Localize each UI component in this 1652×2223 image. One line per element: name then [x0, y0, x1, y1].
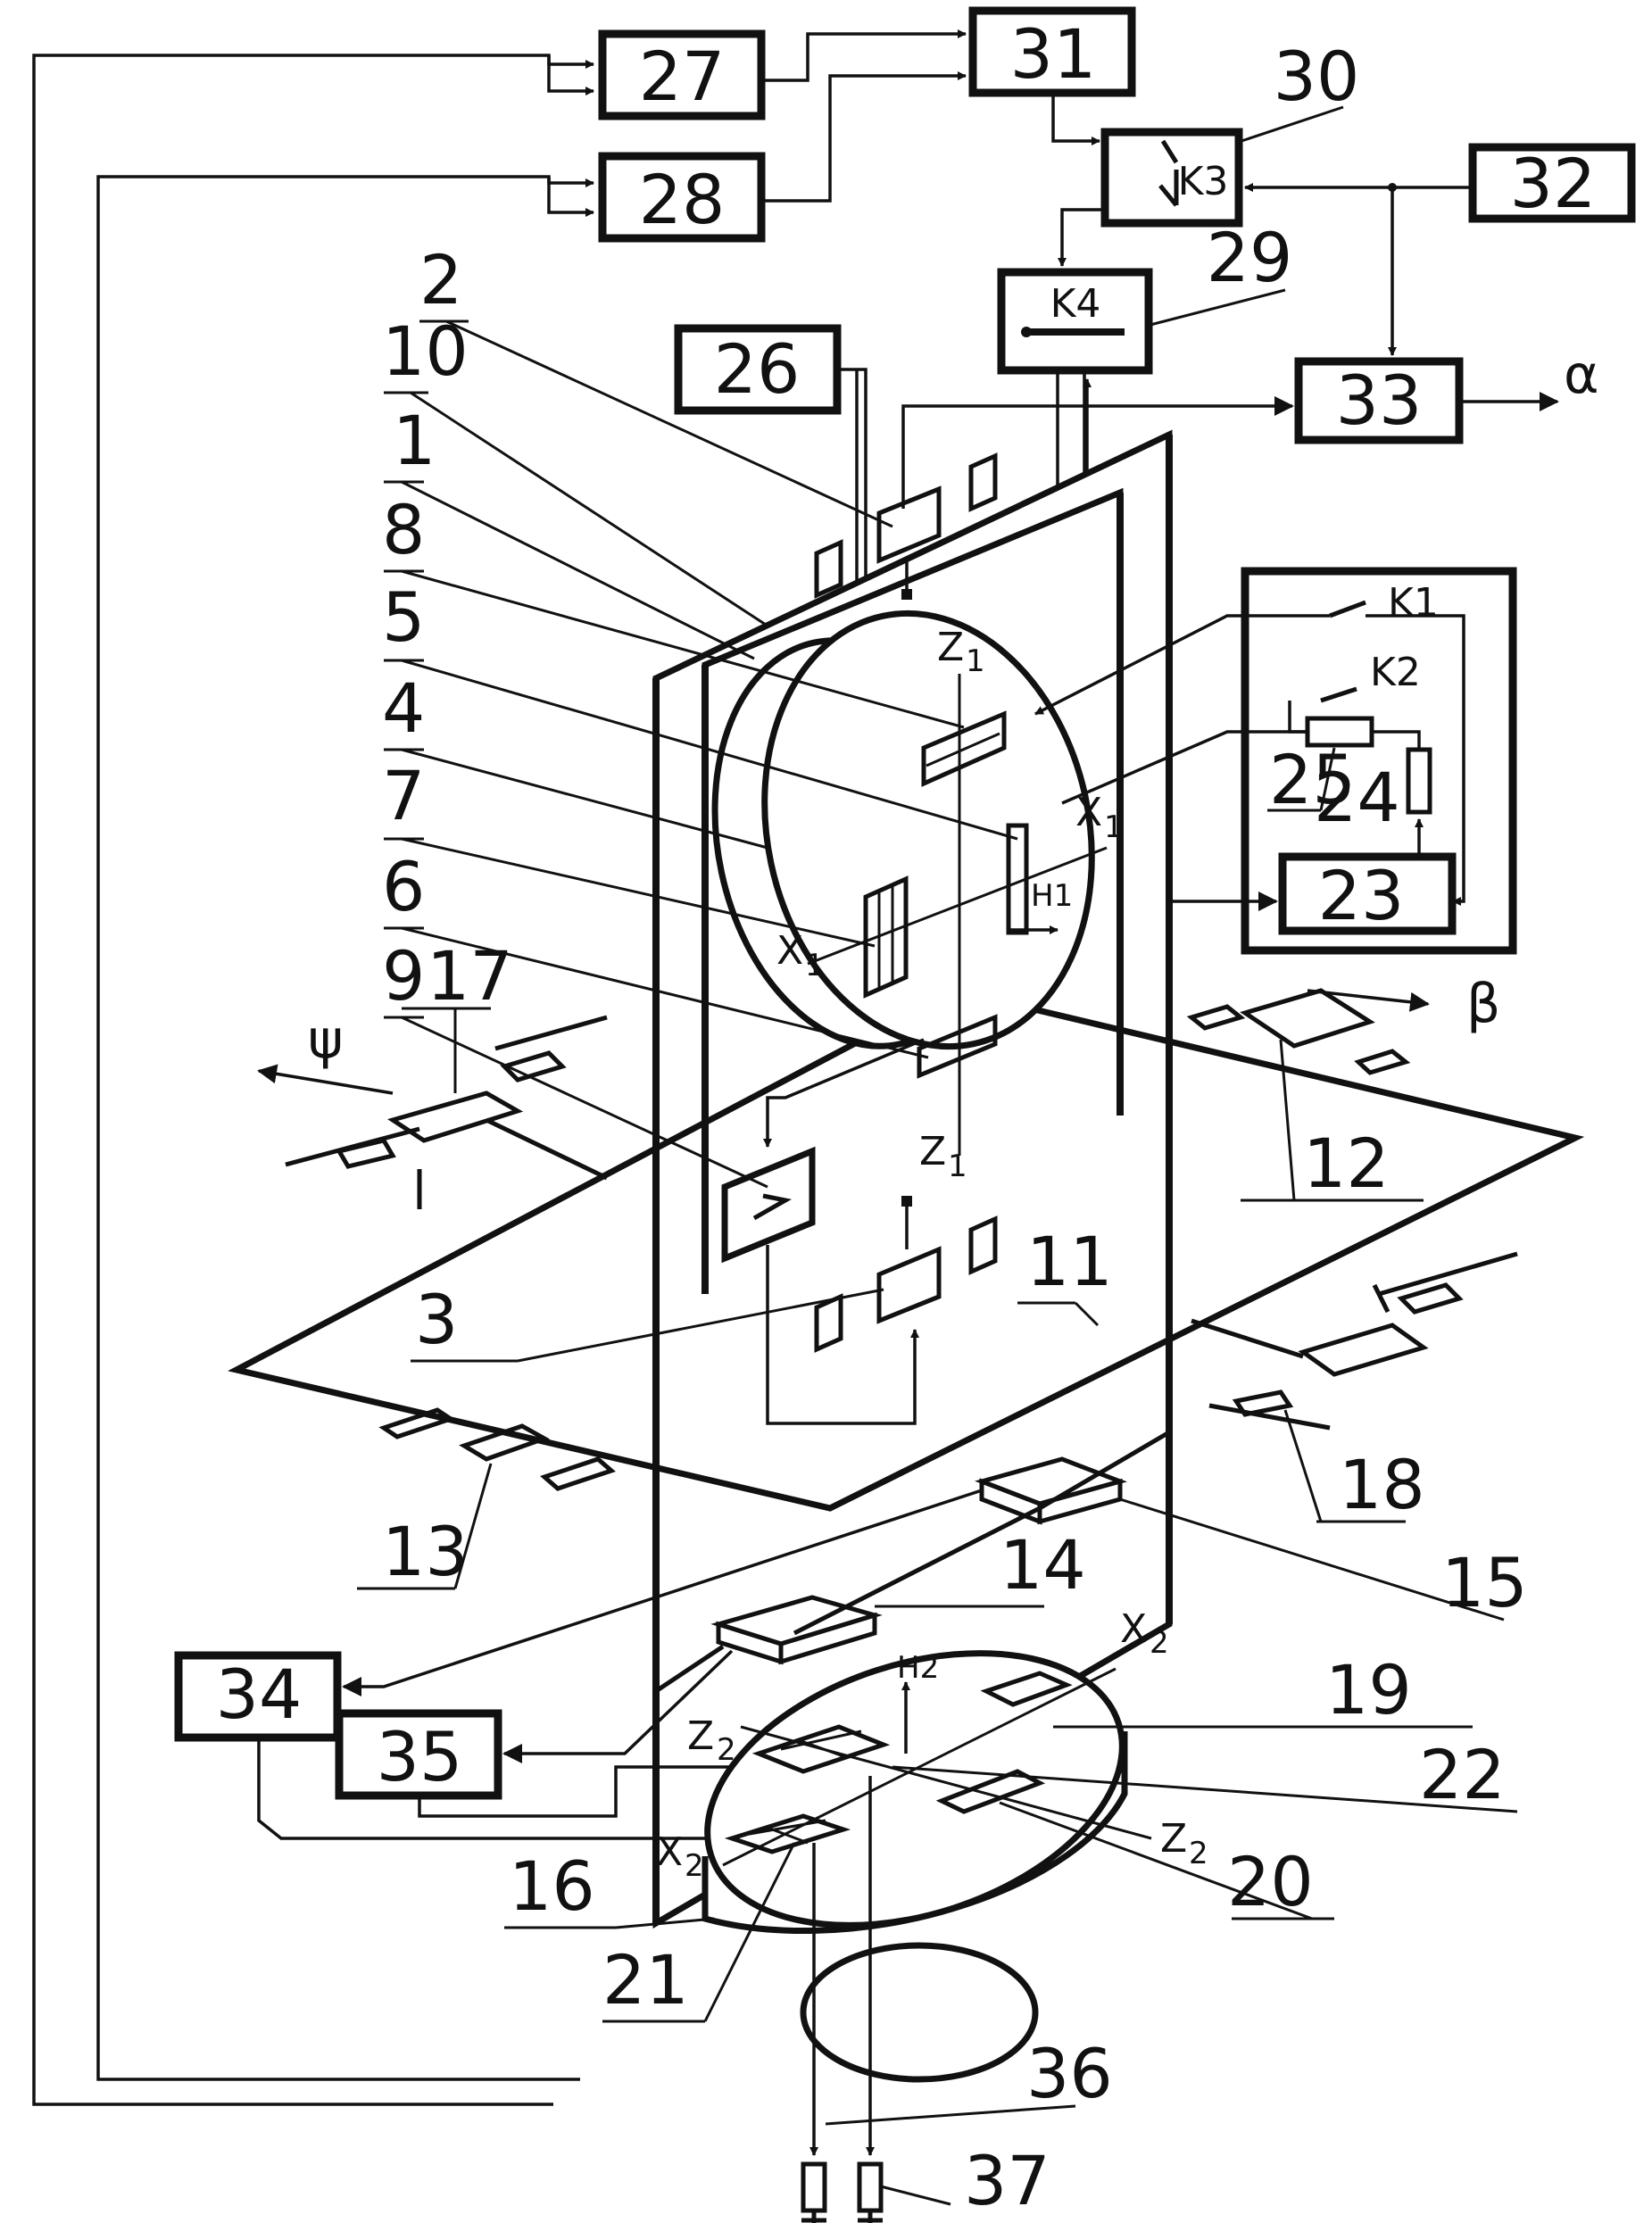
svg-text:1: 1 [966, 643, 985, 679]
svg-text:31: 31 [1010, 14, 1097, 94]
label-7: 7 [382, 756, 425, 835]
svg-text:2: 2 [685, 1848, 704, 1884]
svg-text:26: 26 [714, 329, 801, 409]
axis-x1-left: X [776, 928, 803, 974]
svg-text:23: 23 [1318, 856, 1405, 935]
label-8: 8 [382, 490, 425, 569]
block-35: 35 [339, 1713, 498, 1796]
label-22: 22 [1419, 1735, 1506, 1814]
label-24: 24 [1314, 758, 1400, 837]
svg-text:1: 1 [948, 1149, 967, 1184]
label-5: 5 [382, 577, 425, 657]
label-21: 21 [602, 1940, 689, 2020]
label-4: 4 [382, 668, 425, 748]
svg-text:2: 2 [1150, 1625, 1169, 1661]
svg-text:28: 28 [639, 160, 726, 239]
label-30: 30 [1274, 37, 1360, 116]
svg-text:27: 27 [639, 37, 726, 116]
svg-text:35: 35 [377, 1717, 463, 1796]
switch-k4-block: K4 [1001, 272, 1149, 370]
label-3: 3 [415, 1280, 458, 1359]
label-13: 13 [382, 1512, 469, 1591]
block-34: 34 [178, 1655, 337, 1738]
beta-label: β [1466, 973, 1500, 1035]
label-15: 15 [1441, 1543, 1528, 1622]
label-9: 9 [382, 936, 425, 1016]
h2-label: H2 [897, 1650, 939, 1686]
label-11: 11 [1026, 1222, 1113, 1301]
block-31: 31 [973, 11, 1132, 94]
svg-text:2: 2 [1189, 1836, 1208, 1871]
h1-label: H1 [1031, 878, 1073, 914]
label-20: 20 [1227, 1842, 1314, 1921]
label-17: 17 [427, 936, 513, 1016]
label-18: 18 [1339, 1445, 1425, 1524]
block-28: 28 [602, 156, 761, 239]
block-27: 27 [602, 34, 761, 116]
axis-z1-bottom: Z [919, 1129, 946, 1174]
svg-text:34: 34 [216, 1655, 303, 1734]
svg-text:K2: K2 [1370, 650, 1421, 695]
label-36: 36 [1026, 2034, 1113, 2113]
axis-z2-left: Z [687, 1713, 714, 1759]
block-32: 32 [1473, 144, 1631, 223]
label-14: 14 [1000, 1525, 1086, 1605]
label-6: 6 [382, 847, 425, 926]
svg-text:K4: K4 [1050, 281, 1101, 327]
alpha-label: α [1564, 344, 1599, 406]
axis-z1-top: Z [937, 625, 964, 670]
psi-label: ψ [308, 1008, 344, 1071]
svg-text:K3: K3 [1178, 159, 1229, 204]
axis-z2-right: Z [1160, 1816, 1187, 1862]
elements-36-37 [801, 2164, 883, 2223]
label-19: 19 [1325, 1650, 1412, 1729]
label-2: 2 [419, 240, 462, 319]
block-33: 33 [1299, 361, 1459, 440]
svg-text:K1: K1 [1388, 580, 1439, 626]
block-26: 26 [678, 328, 837, 411]
svg-text:1: 1 [805, 948, 825, 983]
label-29: 29 [1207, 218, 1293, 297]
switch-k3-block: K3 [1105, 132, 1239, 223]
axis-x2-top: X [1120, 1606, 1147, 1652]
label-10: 10 [382, 311, 469, 391]
label-16: 16 [509, 1846, 595, 1926]
label-1: 1 [393, 401, 436, 480]
svg-text:2: 2 [717, 1732, 736, 1768]
svg-text:33: 33 [1336, 361, 1423, 440]
svg-text:1: 1 [1104, 809, 1124, 845]
label-12: 12 [1303, 1124, 1390, 1203]
svg-text:32: 32 [1510, 144, 1597, 223]
label-37: 37 [964, 2141, 1050, 2220]
axis-x2-left: X [656, 1829, 683, 1875]
